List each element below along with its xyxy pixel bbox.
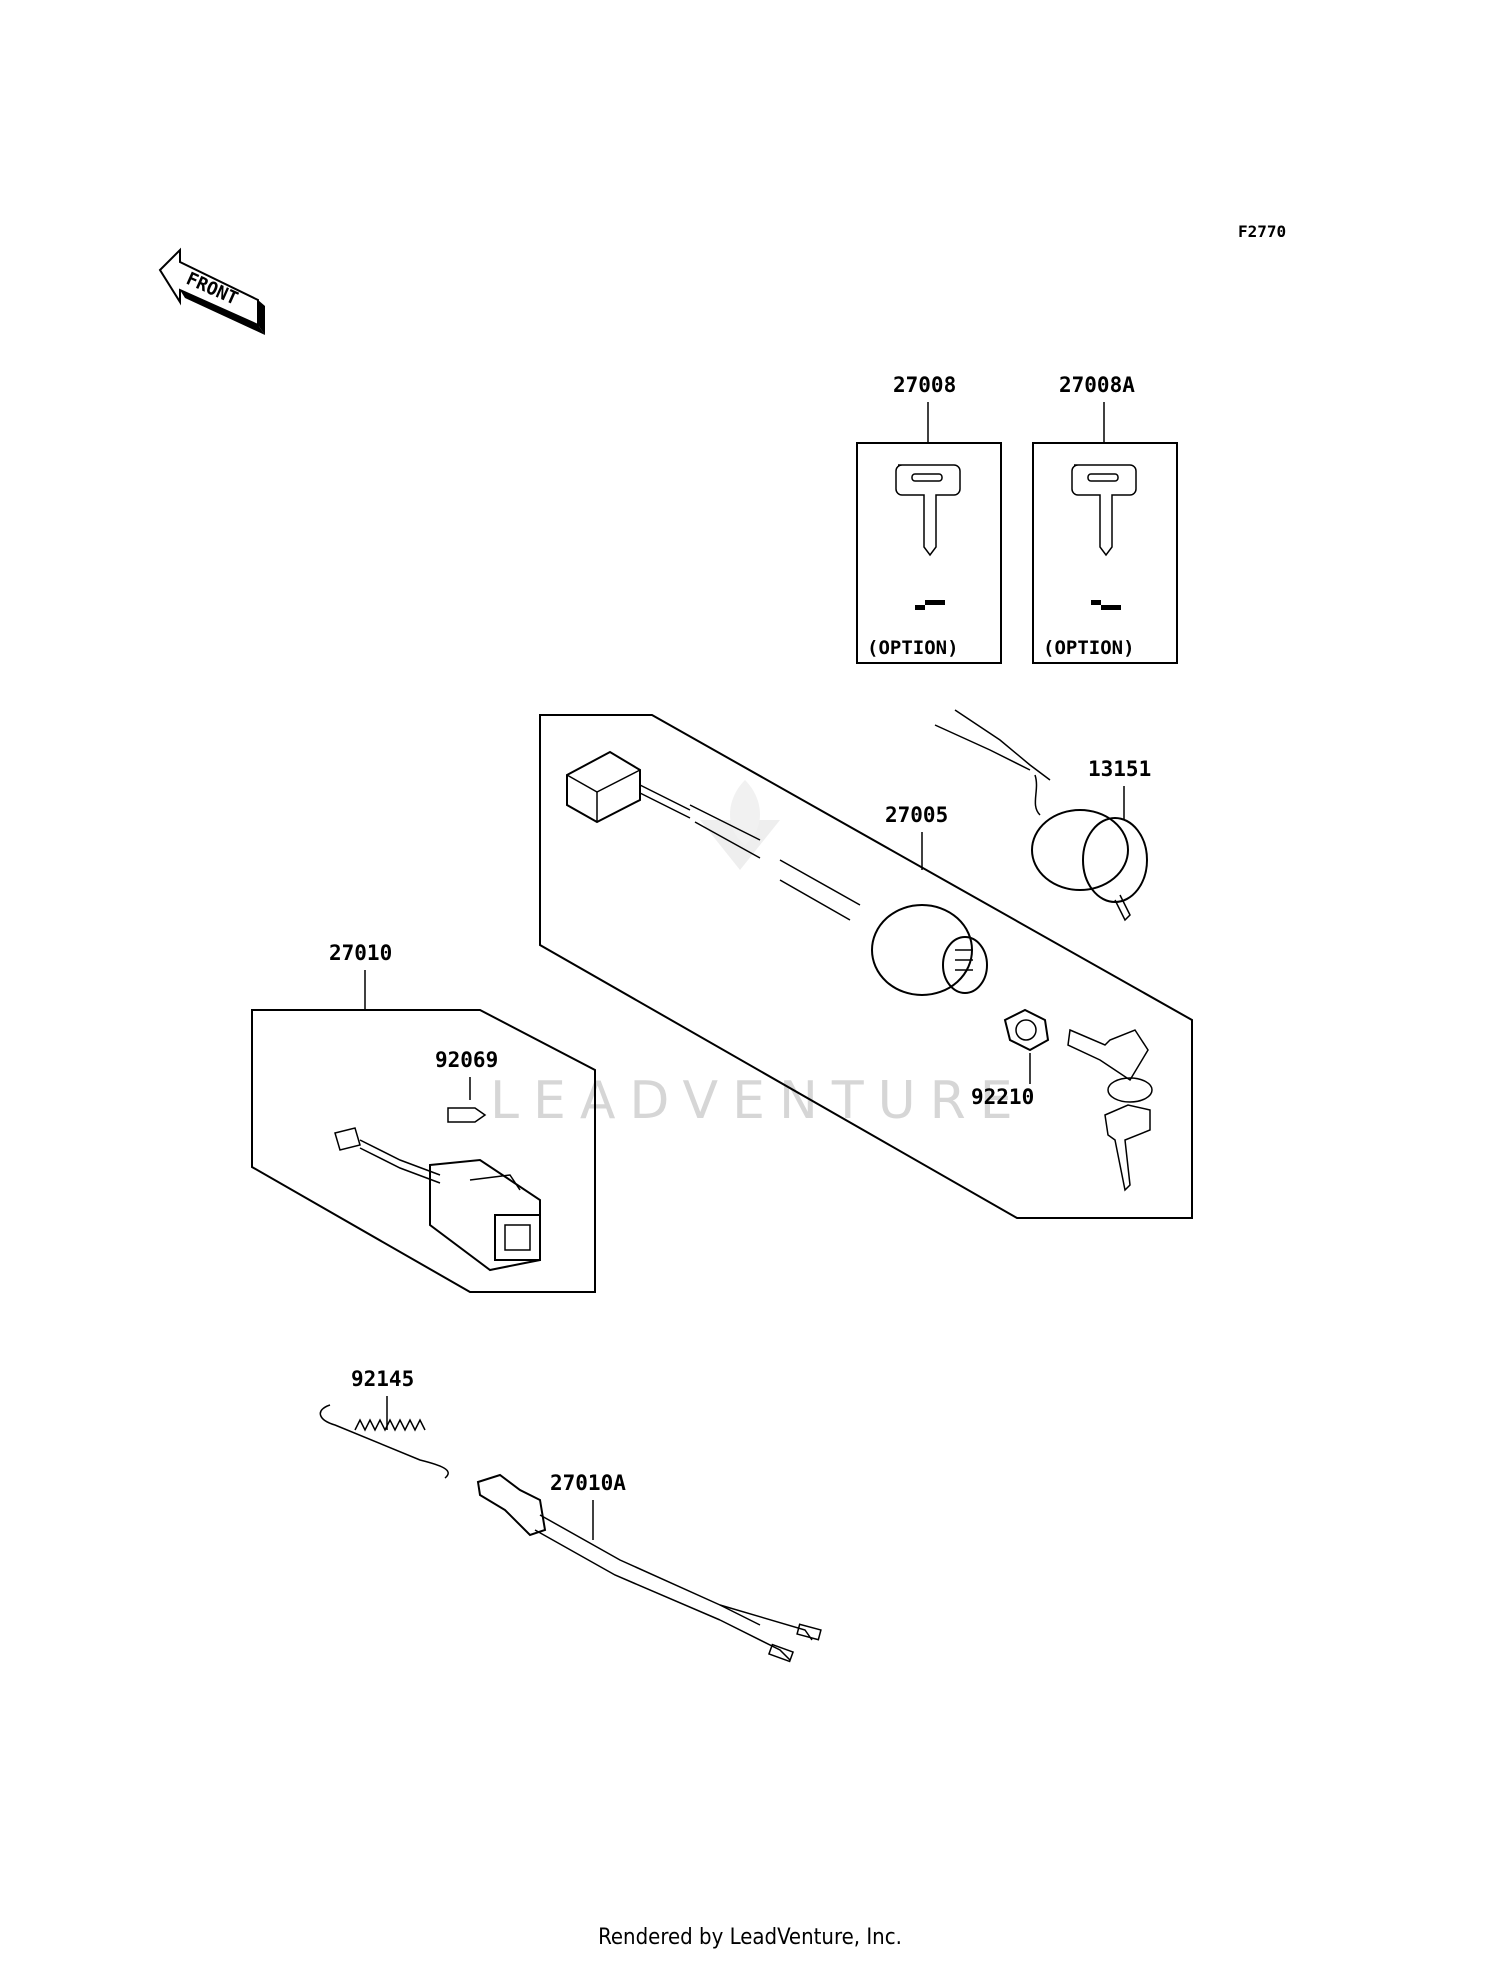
key-option-27008: 27008 (OPTION) — [856, 373, 1002, 664]
label-92069: 92069 — [435, 1048, 498, 1072]
spring-92145: 92145 — [319, 1367, 449, 1479]
label-27008: 27008 — [893, 373, 956, 397]
brake-switch-27010A: 27010A — [476, 1471, 822, 1663]
label-92210: 92210 — [971, 1085, 1034, 1109]
switch-panel-27010: 27010 92069 — [251, 941, 596, 1293]
key-option-27008A: 27008A (OPTION) — [1032, 373, 1178, 664]
label-27010A: 27010A — [550, 1471, 626, 1495]
label-27010: 27010 — [329, 941, 392, 965]
front-arrow-icon: FRONT — [158, 247, 265, 335]
option-label-27008A: (OPTION) — [1043, 637, 1135, 659]
label-27005: 27005 — [885, 803, 948, 827]
ignition-switch-panel: 27005 92210 — [539, 714, 1193, 1219]
figure-code: F2770 — [1238, 222, 1286, 241]
watermark-logo — [700, 780, 780, 870]
footer-credit: Rendered by LeadVenture, Inc. — [598, 1925, 902, 1950]
watermark-text: LEADVENTURE — [490, 1071, 1027, 1131]
label-92145: 92145 — [351, 1367, 414, 1391]
option-label-27008: (OPTION) — [867, 637, 959, 659]
label-13151: 13151 — [1088, 757, 1151, 781]
label-27008A: 27008A — [1059, 373, 1135, 397]
switch-13151: 13151 — [934, 709, 1151, 922]
